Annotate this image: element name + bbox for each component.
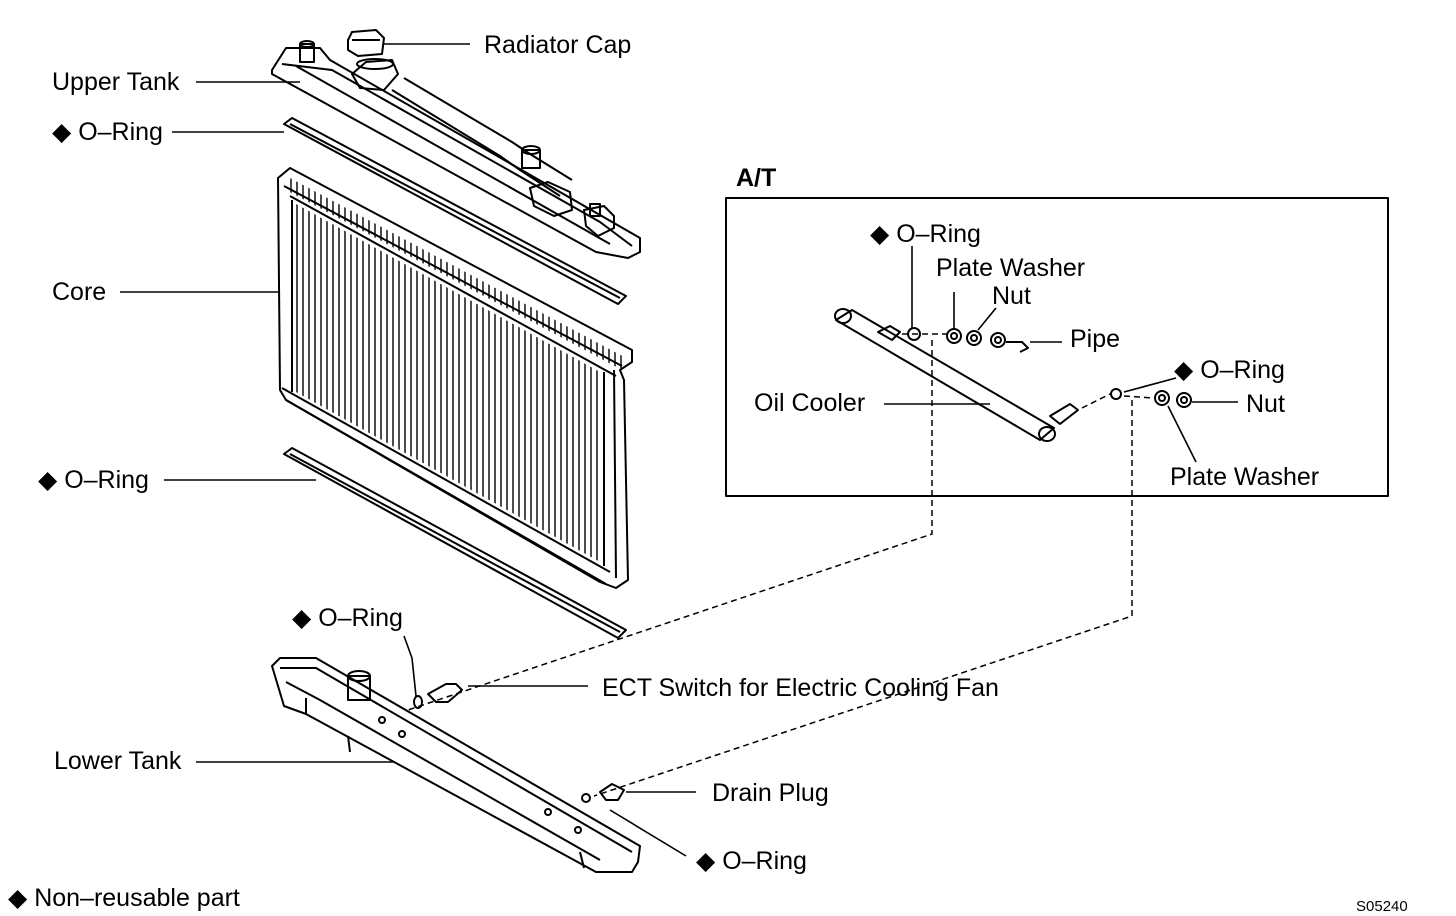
o-ring-text: O–Ring — [78, 118, 163, 146]
radiator-core-drawing — [277, 167, 633, 589]
legend-non-reusable: ◆ Non–reusable part — [8, 884, 240, 912]
label-o-ring-lower-gasket: ◆ O–Ring — [38, 466, 149, 494]
o-ring-text: O–Ring — [64, 466, 149, 494]
lower-tank-drawing — [271, 657, 641, 873]
dashed-routes — [407, 333, 1155, 797]
label-o-ring-drain: ◆ O–Ring — [696, 847, 807, 875]
label-plate-washer-lower: Plate Washer — [1170, 463, 1320, 491]
label-o-ring-at-lower: ◆ O–Ring — [1174, 356, 1285, 384]
oil-cooler-drawing — [834, 308, 1079, 442]
upper-tank-drawing — [271, 40, 641, 259]
non-reusable-marker-icon: ◆ — [292, 604, 312, 632]
label-o-ring-ect: ◆ O–Ring — [292, 604, 403, 632]
legend-text: Non–reusable part — [34, 884, 240, 912]
label-at-box-title: A/T — [736, 164, 777, 192]
o-ring-text: O–Ring — [896, 220, 981, 248]
label-o-ring-upper: ◆ O–Ring — [52, 118, 163, 146]
core-header-teeth — [286, 178, 626, 370]
label-upper-tank: Upper Tank — [52, 68, 180, 96]
o-ring-text: O–Ring — [318, 604, 403, 632]
label-nut-upper: Nut — [992, 282, 1031, 310]
non-reusable-marker-icon: ◆ — [870, 220, 890, 248]
drain-plug-drawing — [581, 783, 625, 803]
label-oil-cooler: Oil Cooler — [754, 389, 866, 417]
label-ect-switch: ECT Switch for Electric Cooling Fan — [602, 674, 999, 702]
non-reusable-marker-icon: ◆ — [8, 884, 28, 912]
label-pipe: Pipe — [1070, 325, 1121, 353]
label-o-ring-at-upper: ◆ O–Ring — [870, 220, 981, 248]
upper-o-ring-drawing — [283, 117, 627, 305]
leader-lines — [120, 43, 1238, 857]
upper-fittings-drawing — [907, 327, 1029, 353]
non-reusable-marker-icon: ◆ — [1174, 356, 1194, 384]
label-nut-lower: Nut — [1246, 390, 1285, 418]
o-ring-text: O–Ring — [1200, 356, 1285, 384]
label-lower-tank: Lower Tank — [54, 747, 182, 775]
label-drain-plug: Drain Plug — [712, 779, 829, 807]
label-core: Core — [52, 278, 107, 306]
non-reusable-marker-icon: ◆ — [52, 118, 72, 146]
label-plate-washer-upper: Plate Washer — [936, 254, 1086, 282]
radiator-cap-drawing — [347, 29, 385, 57]
lower-fittings-drawing — [1110, 388, 1192, 408]
ect-switch-drawing — [413, 683, 463, 709]
at-detail-box — [725, 197, 1389, 497]
label-radiator-cap: Radiator Cap — [484, 31, 632, 59]
non-reusable-marker-icon: ◆ — [696, 847, 716, 875]
o-ring-text: O–Ring — [722, 847, 807, 875]
core-fins — [296, 204, 600, 562]
lower-o-ring-drawing — [283, 447, 627, 639]
non-reusable-marker-icon: ◆ — [38, 466, 58, 494]
figure-code: S05240 — [1356, 898, 1408, 915]
